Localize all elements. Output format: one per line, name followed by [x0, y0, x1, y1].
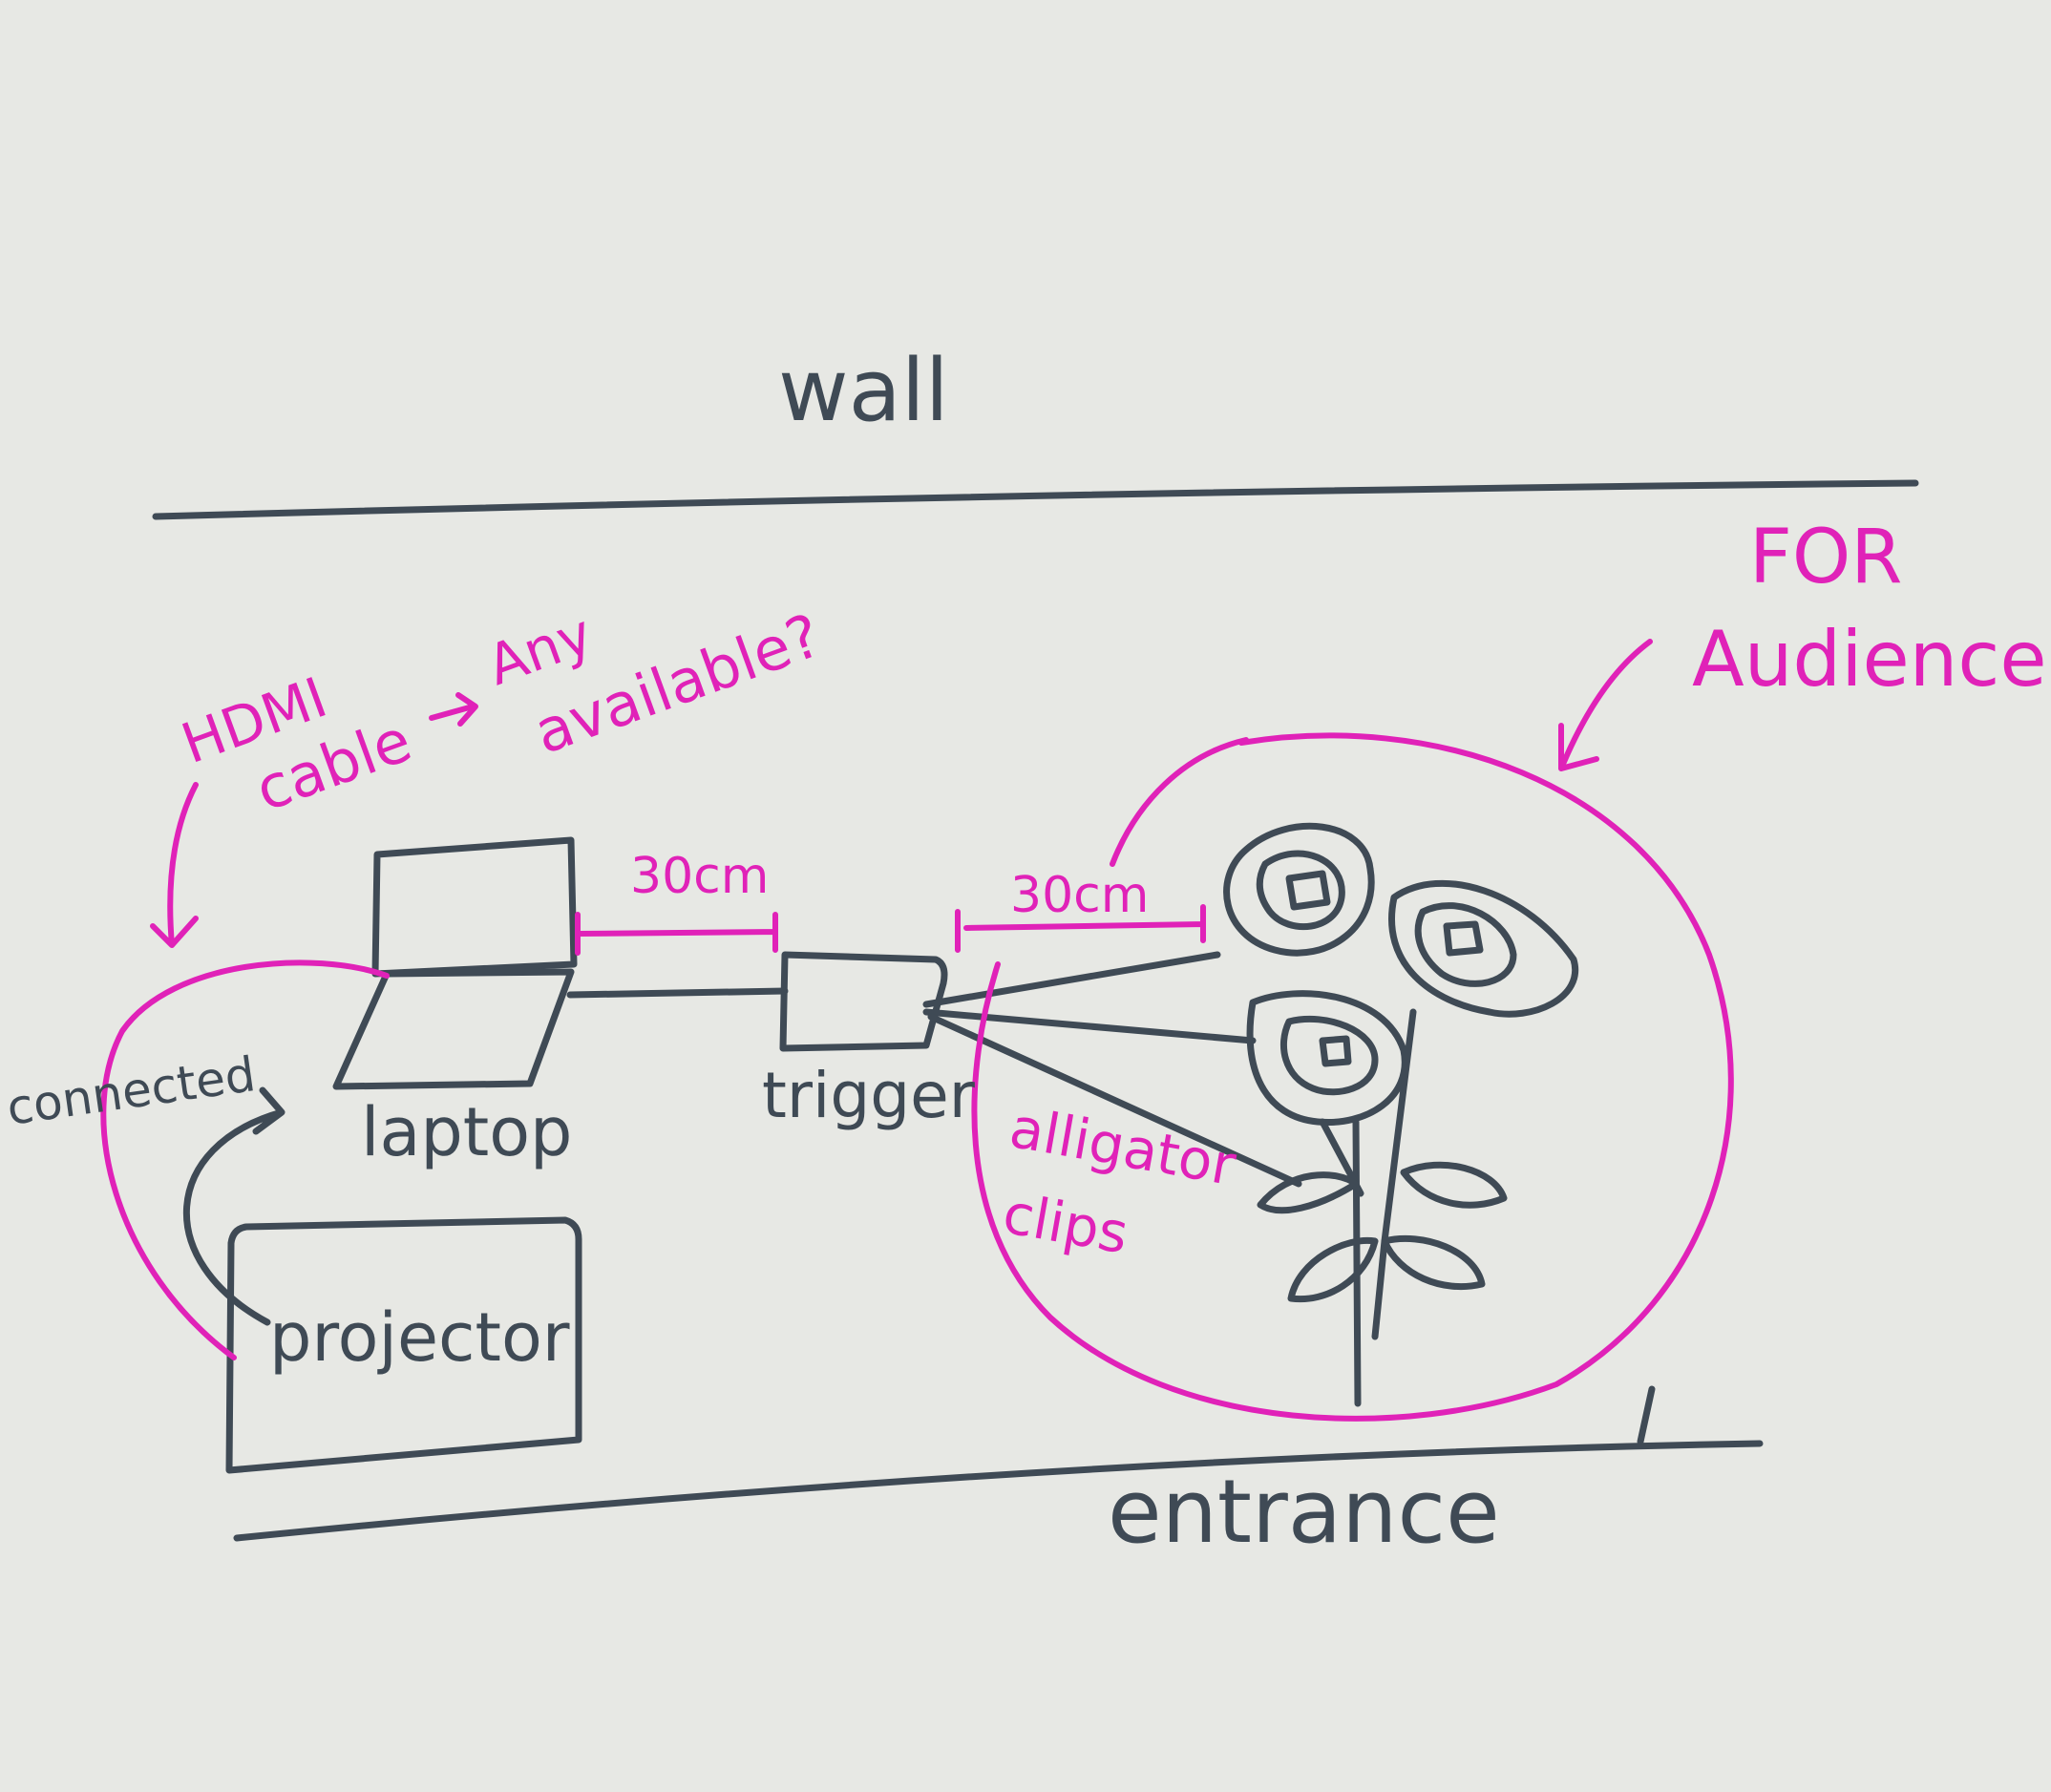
- for-label: FOR: [1749, 515, 1902, 601]
- laptop-trigger-wire: [566, 987, 789, 999]
- roses-drawing: [1223, 822, 1579, 1407]
- entrance-line: [233, 1440, 1764, 1542]
- projector-drawing: [225, 1216, 582, 1474]
- entrance-label: entrance: [1108, 1461, 1500, 1563]
- clip-wire-middle: [922, 1008, 1257, 1044]
- projector-to-laptop-arrow: [183, 1086, 285, 1326]
- dimension-right: [955, 904, 1206, 953]
- audience-arrow: [1558, 639, 1653, 771]
- circle-hook-arrow: [1110, 737, 1249, 867]
- distance-left-label: 30cm: [630, 848, 769, 905]
- wall-label: wall: [778, 341, 949, 441]
- audience-label: Audience: [1692, 615, 2047, 704]
- alligator-clips-line2: clips: [999, 1181, 1133, 1267]
- laptop-label: laptop: [361, 1093, 572, 1171]
- distance-right-label: 30cm: [1010, 867, 1149, 924]
- clip-wire-top: [922, 951, 1221, 1008]
- trigger-box: [779, 951, 948, 1052]
- dimension-left: [575, 912, 778, 956]
- laptop-drawing: [332, 836, 578, 1090]
- hdmi-any-arrow: [429, 692, 478, 727]
- wall-line: [152, 479, 1919, 520]
- hdmi-connection-loop: [100, 959, 390, 1360]
- trigger-label: trigger: [762, 1059, 976, 1132]
- hdmi-arrow: [150, 782, 199, 948]
- projector-label: projector: [269, 1298, 570, 1377]
- alligator-clips-line1: alligator: [1005, 1095, 1241, 1198]
- audience-circle: [971, 732, 1734, 1422]
- connected-label: connected: [4, 1046, 259, 1136]
- clip-wire-bottom: [927, 1013, 1302, 1188]
- entrance-tick: [1637, 1385, 1656, 1445]
